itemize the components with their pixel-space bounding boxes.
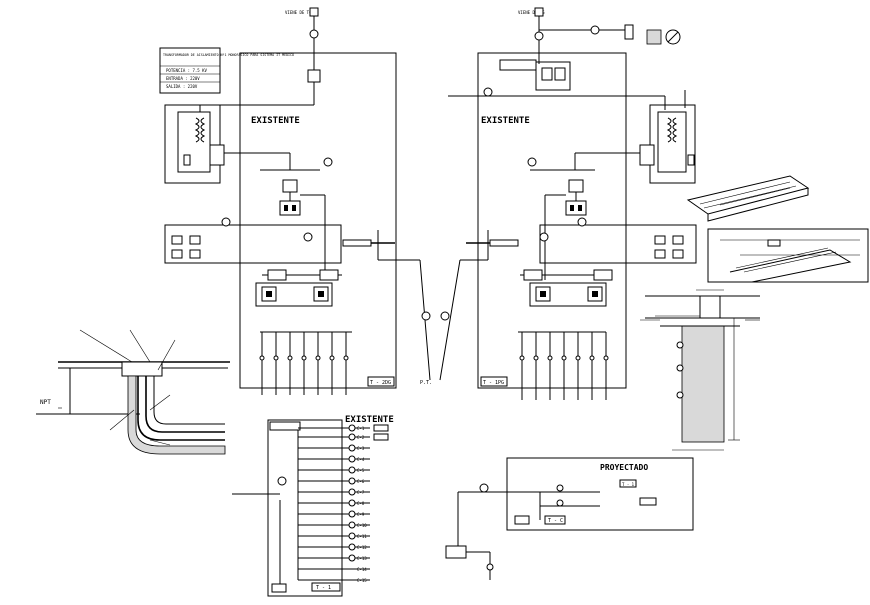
right-panel-title: EXISTENTE <box>481 116 530 126</box>
svg-text:SALIDA : 220V: SALIDA : 220V <box>166 84 198 89</box>
proyectado-board-tag: T - C <box>548 518 563 524</box>
existente-circuit-labels: C-1 C-2 C-3 C-4 C-5 C-6 C-7 C-8 C-9 C-10… <box>357 426 367 583</box>
svg-text:C-12: C-12 <box>357 545 367 550</box>
right-top-feed-label: VIENE DE TG <box>518 10 545 15</box>
svg-text:C-9: C-9 <box>357 512 365 517</box>
luminaire-isometric-1 <box>686 175 810 222</box>
svg-text:TRANSFORMADOR DE AISLAMIENTO N: TRANSFORMADOR DE AISLAMIENTO Nº1 MONOFAS… <box>163 53 294 57</box>
structural-section-detail <box>640 289 760 451</box>
existente-circuit-rows <box>298 424 389 581</box>
existente-board-tag: T - 1 <box>316 585 331 591</box>
svg-text:C-7: C-7 <box>357 490 365 495</box>
isolation-transformer-right <box>649 104 696 184</box>
right-panel-enclosure <box>477 52 627 389</box>
svg-text:C-10: C-10 <box>357 523 367 528</box>
svg-text:T - 1: T - 1 <box>622 482 635 487</box>
svg-text:C-2: C-2 <box>357 435 365 440</box>
svg-text:C-1: C-1 <box>357 426 365 431</box>
svg-text:POTENCIA : 7.5 KV: POTENCIA : 7.5 KV <box>166 68 208 73</box>
npt-label: NPT <box>40 399 51 406</box>
right-panel-tag: T - 1PG <box>483 380 504 386</box>
svg-text:C-3: C-3 <box>357 446 365 451</box>
left-panel-tag: T - 2DG <box>370 380 391 386</box>
left-busbar <box>342 239 372 247</box>
left-top-feed-label: VIENE DE TG <box>285 10 312 15</box>
svg-text:C-8: C-8 <box>357 501 365 506</box>
proyectado-board: PROYECTADO T - 1 T - C <box>445 457 694 580</box>
luminaire-isometric-2 <box>707 228 869 283</box>
isolation-transformer-left <box>164 104 221 184</box>
left-panel-title: EXISTENTE <box>251 116 300 126</box>
svg-text:C-15: C-15 <box>357 578 367 583</box>
left-circuit-drops <box>259 331 352 395</box>
left-panel: VIENE DE TG EXISTENTE T - 2DG TRANSFORMA… <box>159 7 397 395</box>
pt-label: P.T. <box>420 380 432 386</box>
svg-text:C-4: C-4 <box>357 457 365 462</box>
svg-text:C-5: C-5 <box>357 468 365 473</box>
center-link: P.T. <box>377 230 489 386</box>
transformer-label-box <box>159 47 221 94</box>
svg-text:ENTRADA : 220V: ENTRADA : 220V <box>166 76 200 81</box>
svg-text:C-14: C-14 <box>357 567 367 572</box>
conduit-section-detail: NPT <box>36 329 230 455</box>
svg-text:C-6: C-6 <box>357 479 365 484</box>
existente-board: EXISTENTE T - 1 <box>232 415 394 597</box>
right-panel: VIENE DE TG EXISTENTE T - 1PG <box>448 7 697 400</box>
svg-text:C-13: C-13 <box>357 556 367 561</box>
proyectado-board-title: PROYECTADO <box>600 463 648 472</box>
right-busbar <box>489 239 519 247</box>
right-circuit-drops <box>518 331 609 400</box>
existente-board-title: EXISTENTE <box>345 415 394 425</box>
svg-text:C-11: C-11 <box>357 534 367 539</box>
